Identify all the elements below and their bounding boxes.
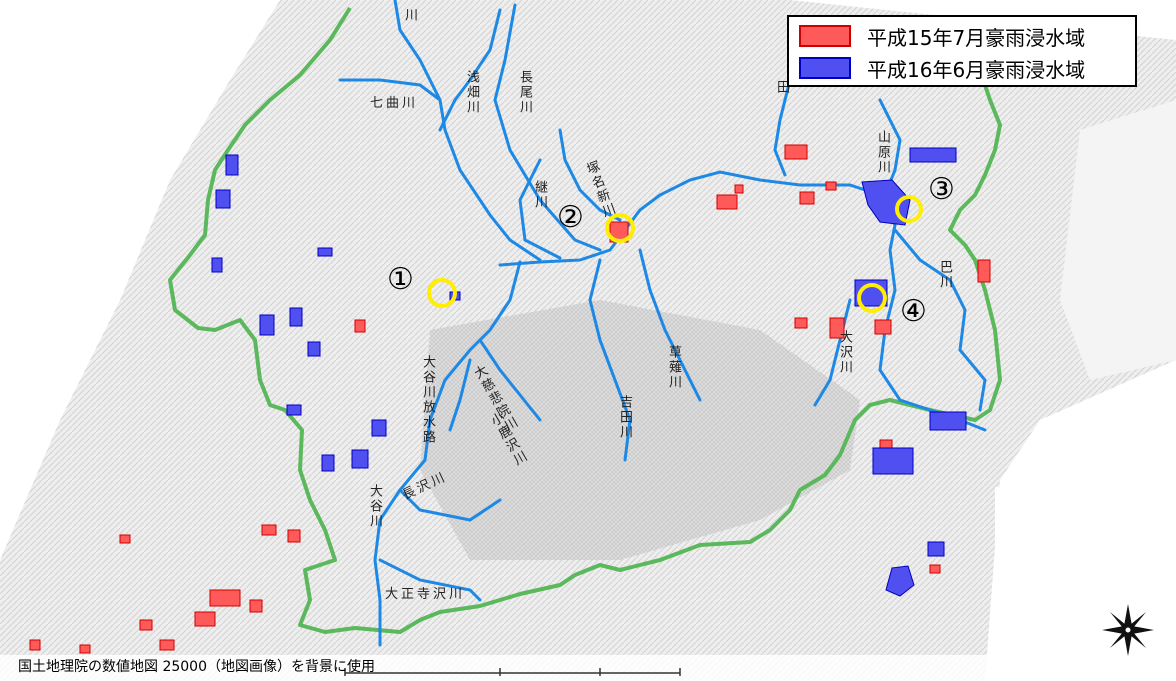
basin-boundary xyxy=(168,6,1002,634)
flood-2003-patch xyxy=(287,529,301,543)
flood-2004-patch xyxy=(929,411,967,431)
river-otani-hosuiro xyxy=(373,260,522,647)
legend-swatch-2003 xyxy=(799,25,851,47)
compass-rose-icon xyxy=(1102,604,1154,656)
river-label-top: 川 xyxy=(402,8,417,23)
flood-2003-patch xyxy=(139,619,153,631)
flood-2004-patch xyxy=(885,565,915,597)
map-legend: 平成15年7月豪雨浸水域 平成16年6月豪雨浸水域 xyxy=(787,15,1137,87)
flood-2004-patch xyxy=(909,147,957,163)
flood-2004-patch xyxy=(351,449,369,469)
flood-2004-patch xyxy=(211,257,223,273)
coastal-white-area xyxy=(995,487,1176,681)
site-ring-3 xyxy=(895,195,923,223)
legend-item-2003: 平成15年7月豪雨浸水域 xyxy=(799,21,1085,51)
river-shichimagari xyxy=(338,78,442,102)
scale-bar xyxy=(344,668,681,676)
flood-2003-patch xyxy=(784,144,808,160)
flood-2004-patch xyxy=(317,247,333,257)
river-label-shichimagari: 七曲川 xyxy=(370,96,419,111)
flood-2004-patch xyxy=(307,341,321,357)
flood-2004-patch xyxy=(286,404,302,416)
river-label-yamahara: 山原川 xyxy=(875,130,890,175)
flood-2003-patch xyxy=(354,319,366,333)
river-label-nagao: 長尾川 xyxy=(517,70,532,115)
flood-2003-patch xyxy=(249,599,263,613)
flood-2004-patch xyxy=(259,314,275,336)
river-label-otani: 大谷川 xyxy=(367,484,382,529)
river-nagao xyxy=(438,8,502,132)
legend-label-2004: 平成16年6月豪雨浸水域 xyxy=(867,57,1086,82)
legend-item-2004: 平成16年6月豪雨浸水域 xyxy=(799,53,1085,83)
flood-2003-patch xyxy=(194,611,216,627)
flood-2004-patch xyxy=(872,447,914,475)
river-kojika xyxy=(588,258,632,462)
river-tsugi xyxy=(518,158,562,260)
river-osawa xyxy=(813,298,852,407)
site-marker-3: ③ xyxy=(928,172,955,207)
flood-2003-patch xyxy=(874,319,892,335)
river-daijihin xyxy=(478,338,542,422)
flood-2004-patch xyxy=(371,419,387,437)
flood-2004-patch xyxy=(215,189,231,209)
river-kusanagi xyxy=(448,358,472,432)
river-nagao-2 xyxy=(493,3,602,252)
site-rings xyxy=(427,195,923,313)
flood-2003-patch xyxy=(794,317,808,329)
site-marker-1: ① xyxy=(387,262,414,297)
river-nagasawa xyxy=(378,558,482,602)
flood-2003-patch xyxy=(29,639,41,651)
river-label-ta: 田 xyxy=(774,80,789,95)
river-label-kusanagi: 草薙川 xyxy=(666,345,681,390)
legend-label-2003: 平成15年7月豪雨浸水域 xyxy=(867,25,1086,50)
river-label-tsugi: 継川 xyxy=(532,180,547,210)
river-tomoe xyxy=(893,228,987,412)
flood-2003-patch xyxy=(799,191,815,205)
flood-2004-patch xyxy=(321,454,335,472)
flood-2003-patch xyxy=(79,644,91,654)
river-label-asahata: 浅畑川 xyxy=(464,70,479,115)
flood-2003-patch xyxy=(716,194,738,210)
site-marker-2: ② xyxy=(557,200,584,235)
flood-2003-patch xyxy=(825,181,837,191)
flood-2003-patch xyxy=(829,317,845,339)
river-label-otani-hosuiro: 大谷川放水路 xyxy=(420,355,435,445)
river-tsukana xyxy=(558,128,622,222)
mountain-area xyxy=(420,300,860,560)
flood-2003-patch xyxy=(159,639,175,651)
flood-2003-areas xyxy=(29,144,991,654)
river-label-tomoe: 巴川 xyxy=(937,260,952,290)
bottom-strip xyxy=(0,655,1176,681)
site-ring-4 xyxy=(857,283,887,313)
river-otani xyxy=(398,488,502,522)
flood-2003-patch xyxy=(977,259,991,283)
flood-2004-patch xyxy=(289,307,303,327)
flood-2004-patch xyxy=(927,541,945,557)
site-ring-1 xyxy=(427,278,457,308)
sea-area xyxy=(1060,100,1176,380)
river-label-osawa: 大沢川 xyxy=(837,330,852,375)
site-marker-4: ④ xyxy=(900,294,927,329)
river-asahata xyxy=(393,0,542,262)
flood-2003-patch xyxy=(119,534,131,544)
river-yoshida xyxy=(638,248,702,402)
map-credit: 国土地理院の数値地図 25000（地図画像）を背景に使用 xyxy=(18,659,375,675)
flood-2003-patch xyxy=(929,564,941,574)
upper-left-blank xyxy=(0,0,280,560)
flood-2003-patch xyxy=(734,184,744,194)
flood-2004-patch xyxy=(225,154,239,176)
flood-2003-patch xyxy=(261,524,277,536)
site-ring-2 xyxy=(605,213,635,243)
river-label-yoshida: 吉田川 xyxy=(617,395,632,440)
flood-2003-patch xyxy=(209,589,241,607)
legend-swatch-2004 xyxy=(799,57,851,79)
river-label-taishoji: 大正寺沢川 xyxy=(385,587,466,602)
